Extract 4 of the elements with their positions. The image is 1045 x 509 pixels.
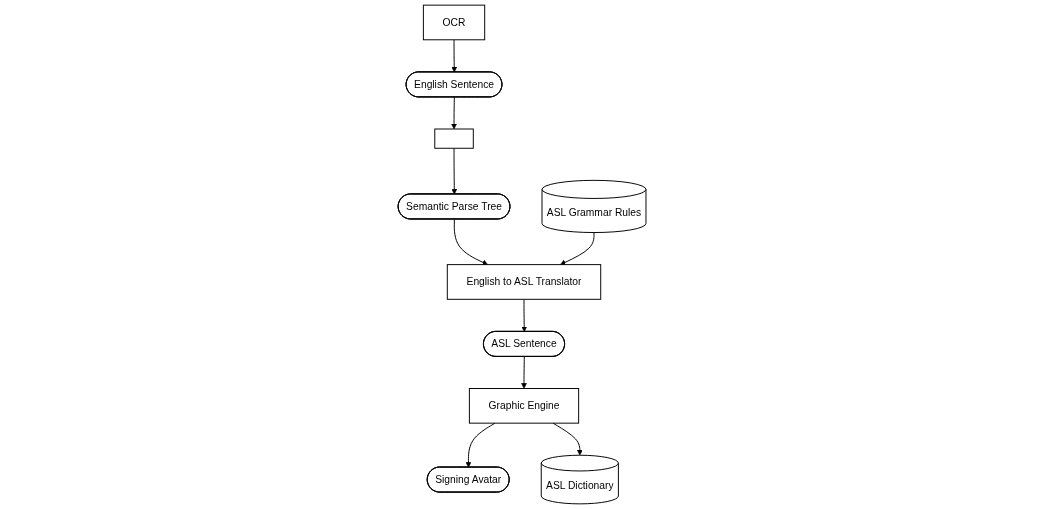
node-box (434, 128, 475, 149)
node-box: English to ASL Translator (447, 264, 602, 300)
node-box: Graphic Engine (469, 388, 580, 424)
node-box: OCR (423, 4, 486, 41)
